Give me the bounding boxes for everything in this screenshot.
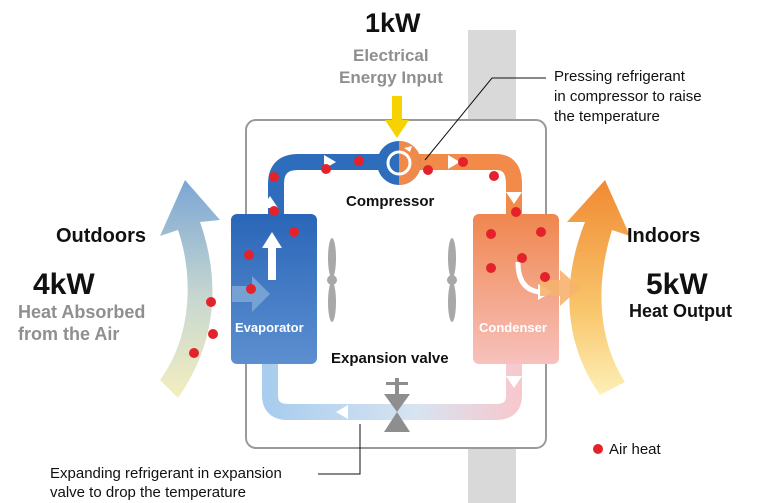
- compressor-rotor: [386, 150, 412, 176]
- evaporator-label: Evaporator: [235, 320, 304, 335]
- valve-callout-line: [318, 424, 361, 475]
- indoor-heat-arrow: [567, 180, 630, 395]
- condenser-air-arrow: [540, 270, 580, 306]
- condenser-curved-arrow: [515, 261, 541, 295]
- compressor-callout-1: Pressing refrigerant: [554, 68, 685, 85]
- electrical-input-label-1: Electrical: [353, 46, 429, 65]
- air-heat-dots: [189, 156, 603, 454]
- valve-callout-2: valve to drop the temperature: [50, 484, 246, 501]
- expansion-valve-label: Expansion valve: [331, 350, 449, 367]
- left-pipe: [268, 154, 380, 216]
- electrical-power-value: 1kW: [365, 8, 421, 38]
- outdoors-label: Outdoors: [56, 225, 146, 247]
- outdoor-air-arrow: [160, 180, 220, 398]
- condenser-box: [473, 214, 559, 364]
- condenser-fan-icon: [447, 238, 457, 322]
- input-arrow-shaft: [392, 96, 402, 122]
- evaporator-fan-icon: [327, 238, 337, 322]
- evaporator-up-arrow-head: [262, 232, 282, 248]
- heat-absorbed-label-2: from the Air: [18, 324, 120, 344]
- compressor-callout-2: in compressor to raise: [554, 88, 702, 105]
- electrical-input-label-2: Energy Input: [339, 68, 443, 87]
- input-arrow-head: [385, 120, 409, 138]
- condenser-label: Condenser: [479, 320, 547, 335]
- heat-absorbed-value: 4kW: [33, 268, 95, 301]
- legend-air-heat-label: Air heat: [609, 441, 661, 458]
- compressor-callout-3: the temperature: [554, 108, 660, 125]
- indoors-label: Indoors: [627, 225, 701, 247]
- heat-output-value: 5kW: [646, 268, 708, 301]
- valve-callout-1: Expanding refrigerant in expansion: [50, 465, 282, 482]
- heat-absorbed-label-1: Heat Absorbed: [18, 302, 146, 322]
- bottom-pipe: [262, 360, 522, 420]
- pipe-arrow-top-right: [448, 155, 460, 169]
- pipe-arrow-bottom-left: [336, 405, 348, 419]
- right-pipe: [418, 154, 522, 216]
- expansion-valve-icon: [384, 378, 410, 432]
- compressor-rotor-arrow: [404, 146, 412, 152]
- pipe-arrow-left: [262, 196, 278, 208]
- evaporator-up-arrow-shaft: [268, 244, 276, 280]
- compressor-label: Compressor: [346, 193, 435, 210]
- heat-output-label: Heat Output: [629, 301, 732, 321]
- pipe-arrow-bottom-right: [506, 376, 522, 388]
- compressor-callout-line: [424, 77, 546, 161]
- pipe-arrow-right: [506, 192, 522, 204]
